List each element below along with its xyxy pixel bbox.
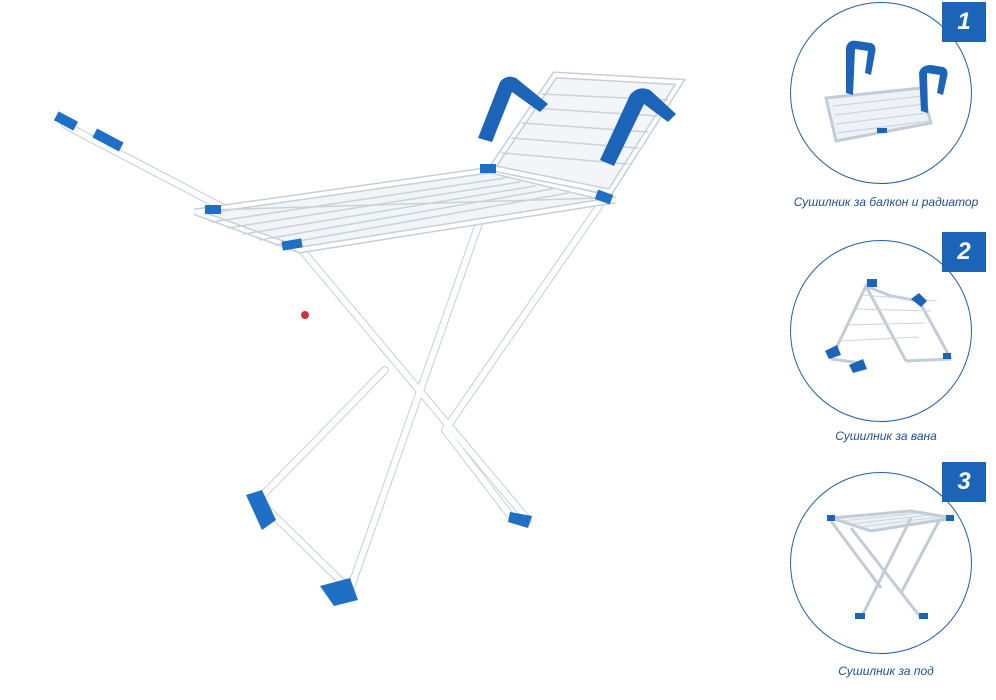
- option-1-number-badge: 1: [942, 2, 986, 42]
- option-3-caption: Сушилник за под: [838, 664, 934, 678]
- option-3-number-badge: 3: [942, 462, 986, 502]
- option-bath: 2 Сушилник за вана: [786, 232, 996, 447]
- option-1-circle: [790, 2, 972, 184]
- option-floor: 3 Сушилник за под: [786, 462, 996, 690]
- option-3-circle: [790, 472, 972, 654]
- option-2-circle: [790, 240, 972, 422]
- balcony-radiator-dryer-icon: [824, 40, 948, 143]
- option-1-caption: Сушилник за балкон и радиатор: [793, 195, 979, 209]
- floor-dryer-icon: [827, 509, 954, 619]
- main-drying-rack-image: [53, 71, 687, 606]
- option-2-caption: Сушилник за вана: [835, 429, 937, 443]
- option-2-number-badge: 2: [942, 232, 986, 272]
- bath-dryer-icon: [825, 279, 953, 373]
- option-balcony-radiator: 1 Сушилник за балкон и радиатор: [786, 2, 996, 212]
